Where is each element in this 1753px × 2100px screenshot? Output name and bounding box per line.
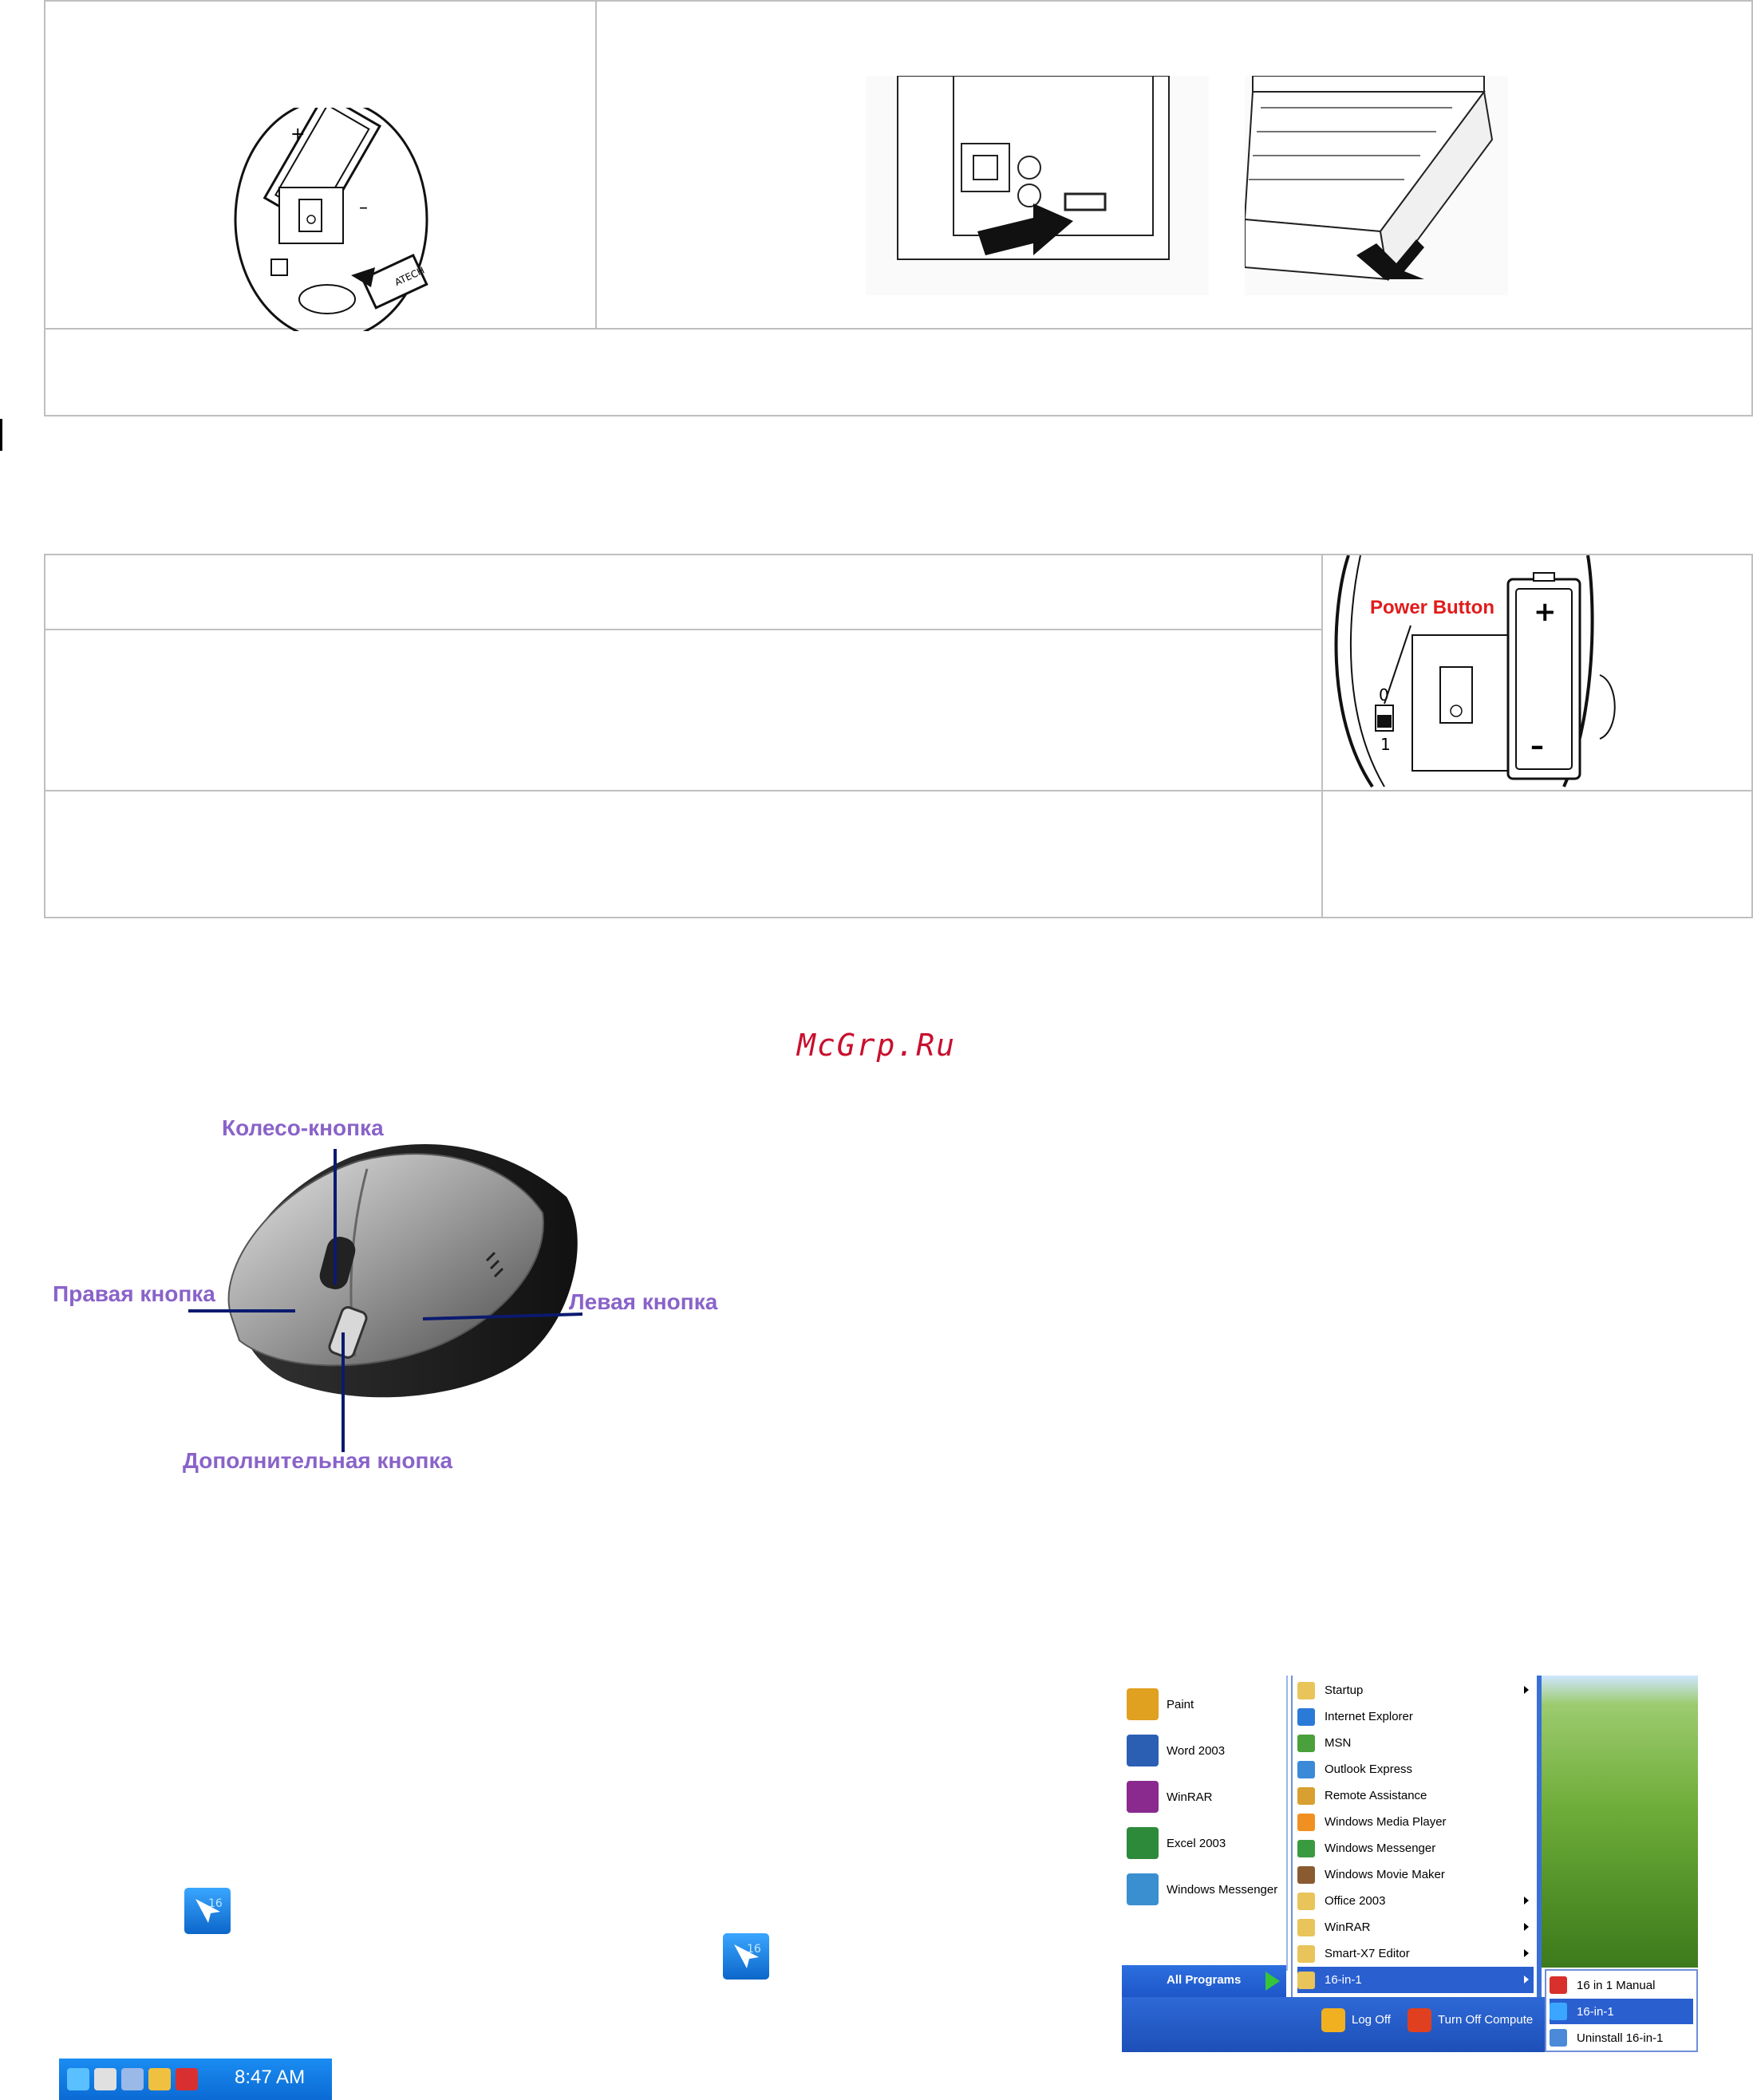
folder-icon xyxy=(1297,1918,1315,1936)
program-item-windows-media-player[interactable]: Windows Media Player xyxy=(1297,1809,1534,1835)
word-icon xyxy=(1127,1735,1159,1766)
program-item-outlook-express[interactable]: Outlook Express xyxy=(1297,1756,1534,1782)
uninstall-icon xyxy=(1550,2029,1567,2047)
network-icon[interactable] xyxy=(121,2068,144,2090)
battery-plus: + xyxy=(1534,596,1557,628)
program-item-internet-explorer[interactable]: Internet Explorer xyxy=(1297,1703,1534,1730)
pinned-item[interactable]: Windows Messenger xyxy=(1127,1870,1277,1909)
program-item-windows-messenger[interactable]: Windows Messenger xyxy=(1297,1835,1534,1861)
table-divider xyxy=(595,0,597,329)
power-table xyxy=(44,554,1753,918)
battery-minus: – xyxy=(359,198,368,218)
16in1-icon xyxy=(1550,2003,1567,2020)
folder-icon xyxy=(1297,1681,1315,1699)
security-shield-icon[interactable] xyxy=(176,2068,198,2090)
submenu-item-uninstall[interactable]: Uninstall 16-in-1 xyxy=(1550,2025,1693,2051)
16in1-tray-icon[interactable] xyxy=(67,2068,89,2090)
start-menu: Paint Word 2003 WinRAR Excel 2003 Window… xyxy=(1122,1676,1698,2052)
all-programs-button[interactable]: All Programs xyxy=(1122,1965,1286,1997)
pinned-item[interactable]: Excel 2003 xyxy=(1127,1824,1226,1862)
submenu-item-16-in-1[interactable]: 16-in-1 xyxy=(1550,1999,1693,2024)
folder-icon xyxy=(1297,1892,1315,1910)
table-divider xyxy=(44,790,1753,791)
extra-button-label: Дополнительная кнопка xyxy=(183,1448,453,1473)
messenger-icon xyxy=(1127,1873,1159,1905)
laptop-usb-figure xyxy=(1245,76,1508,295)
right-button-label: Правая кнопка xyxy=(53,1281,215,1306)
submenu-item-manual[interactable]: 16 in 1 Manual xyxy=(1550,1972,1693,1998)
manual-icon xyxy=(1550,1976,1567,1994)
update-icon[interactable] xyxy=(148,2068,171,2090)
arrow-icon xyxy=(351,267,375,287)
margin-mark xyxy=(0,419,2,451)
battery-minus: – xyxy=(1530,730,1544,762)
watermark: McGrp.Ru xyxy=(796,1028,957,1063)
pinned-item[interactable]: WinRAR xyxy=(1127,1778,1213,1816)
submenu-arrow-icon xyxy=(1524,1897,1529,1905)
svg-text:16: 16 xyxy=(208,1897,223,1910)
submenu-arrow-icon xyxy=(1524,1949,1529,1957)
movie-maker-icon xyxy=(1297,1865,1315,1884)
desktop-wallpaper xyxy=(1540,1676,1698,1968)
ie-icon xyxy=(1297,1707,1315,1726)
programs-menu: Startup Internet Explorer MSN Outlook Ex… xyxy=(1291,1676,1542,1997)
desktop-usb-figure xyxy=(866,76,1209,295)
power-icon[interactable] xyxy=(1408,2008,1431,2032)
arrow-icon xyxy=(977,203,1073,255)
program-item-remote-assistance[interactable]: Remote Assistance xyxy=(1297,1782,1534,1809)
program-item-16-in-1[interactable]: 16-in-1 xyxy=(1297,1967,1534,1993)
power-button-figure: + – 0 1 xyxy=(1334,555,1616,788)
table-divider xyxy=(44,629,1322,630)
paint-icon xyxy=(1127,1688,1159,1720)
all-programs-label: All Programs xyxy=(1167,1973,1242,1987)
program-item-winrar[interactable]: WinRAR xyxy=(1297,1914,1534,1940)
arrow-right-icon xyxy=(1265,1972,1280,1991)
switch-label-1: 1 xyxy=(1380,735,1391,754)
system-tray: 8:47 AM xyxy=(59,2059,332,2100)
table-divider xyxy=(1321,554,1323,918)
receiver-insert-figure: + – ATECH xyxy=(234,108,428,331)
table-divider xyxy=(44,328,1753,330)
16in1-app-icon[interactable]: 16 xyxy=(723,1933,769,1980)
outlook-icon xyxy=(1297,1760,1315,1778)
clock[interactable]: 8:47 AM xyxy=(235,2066,306,2088)
submenu-arrow-icon xyxy=(1524,1976,1529,1984)
pinned-item[interactable]: Paint xyxy=(1127,1685,1194,1723)
mouse-callout-lines xyxy=(188,1149,583,1452)
left-button-label: Левая кнопка xyxy=(569,1289,718,1314)
winrar-icon xyxy=(1127,1781,1159,1813)
receiver-table xyxy=(44,0,1753,416)
turn-off-button[interactable]: Turn Off Compute xyxy=(1438,2013,1534,2027)
mouse-diagram xyxy=(227,1144,578,1398)
battery-plus: + xyxy=(290,124,305,144)
svg-text:16: 16 xyxy=(747,1943,761,1956)
remote-assistance-icon xyxy=(1297,1786,1315,1805)
folder-icon xyxy=(1297,1971,1315,1989)
excel-icon xyxy=(1127,1827,1159,1859)
media-player-icon xyxy=(1297,1813,1315,1831)
log-off-icon[interactable] xyxy=(1321,2008,1345,2032)
16in1-app-icon[interactable]: 16 xyxy=(184,1888,231,1934)
menu-edge xyxy=(1537,1676,1542,1997)
msn-icon xyxy=(1297,1734,1315,1752)
messenger-icon xyxy=(1297,1839,1315,1857)
program-item-windows-movie-maker[interactable]: Windows Movie Maker xyxy=(1297,1861,1534,1888)
wheel-button-label: Колесо-кнопка xyxy=(222,1115,384,1140)
pinned-programs: Paint Word 2003 WinRAR Excel 2003 Window… xyxy=(1122,1676,1288,1971)
pinned-item[interactable]: Word 2003 xyxy=(1127,1731,1225,1770)
program-item-smart-x7-editor[interactable]: Smart-X7 Editor xyxy=(1297,1940,1534,1967)
log-off-button[interactable]: Log Off xyxy=(1352,2013,1391,2027)
arrow-icon xyxy=(1356,239,1424,279)
16-in-1-submenu: 16 in 1 Manual 16-in-1 Uninstall 16-in-1 xyxy=(1545,1969,1698,2052)
submenu-arrow-icon xyxy=(1524,1686,1529,1694)
submenu-arrow-icon xyxy=(1524,1923,1529,1931)
power-button-label: Power Button xyxy=(1370,597,1494,618)
volume-icon[interactable] xyxy=(94,2068,116,2090)
program-item-startup[interactable]: Startup xyxy=(1297,1677,1534,1703)
program-item-msn[interactable]: MSN xyxy=(1297,1730,1534,1756)
folder-icon xyxy=(1297,1944,1315,1963)
program-item-office-2003[interactable]: Office 2003 xyxy=(1297,1888,1534,1914)
